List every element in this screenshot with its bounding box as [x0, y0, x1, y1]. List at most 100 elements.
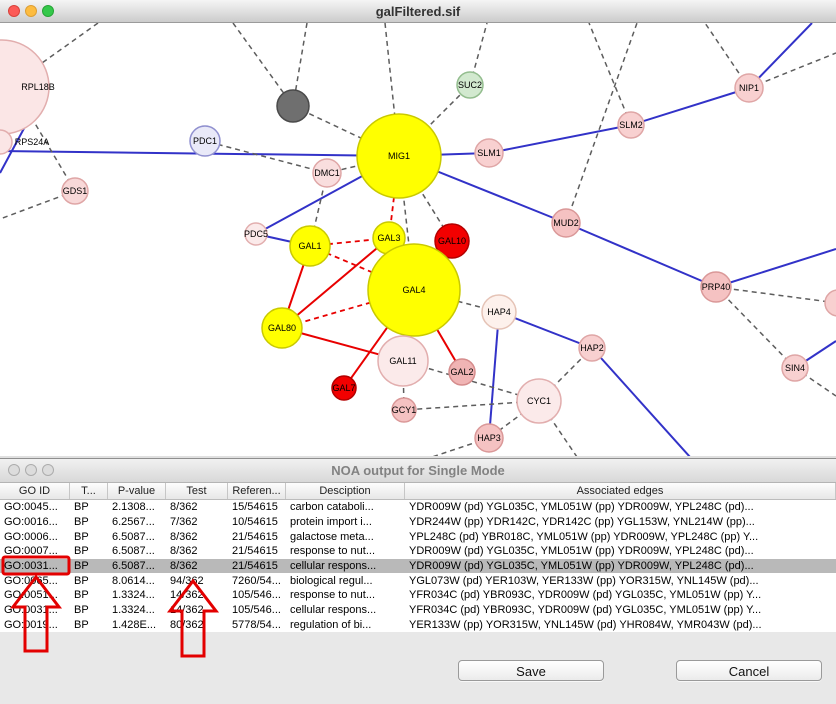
- network-edge[interactable]: [748, 52, 836, 89]
- column-header-test[interactable]: Test: [166, 483, 228, 499]
- table-cell[interactable]: YDR009W (pd) YGL035C, YML051W (pp) YDR00…: [409, 560, 754, 573]
- network-window-titlebar[interactable]: galFiltered.sif: [0, 0, 836, 23]
- network-node-hap2[interactable]: [578, 334, 606, 362]
- table-cell[interactable]: 1.3324...: [112, 604, 155, 617]
- network-node-gal2[interactable]: [448, 358, 476, 386]
- network-node-gal4[interactable]: [367, 243, 461, 337]
- network-node-nip1[interactable]: [734, 73, 764, 103]
- network-node-hap4[interactable]: [481, 294, 517, 330]
- network-node[interactable]: [276, 89, 310, 123]
- table-cell[interactable]: 15/54615: [232, 501, 278, 514]
- minimize-button-icon[interactable]: [25, 5, 37, 17]
- network-edge[interactable]: [630, 87, 750, 126]
- network-edge[interactable]: [565, 222, 717, 288]
- table-cell[interactable]: YFR034C (pd) YBR093C, YDR009W (pd) YGL03…: [409, 589, 762, 602]
- column-header-desciption[interactable]: Desciption: [286, 483, 405, 499]
- network-edge[interactable]: [588, 23, 632, 126]
- table-cell[interactable]: 6.2567...: [112, 516, 155, 529]
- table-cell[interactable]: cellular respons...: [290, 560, 377, 573]
- column-header-p-value[interactable]: P-value: [108, 483, 166, 499]
- table-cell[interactable]: GO:0016...: [4, 516, 58, 529]
- table-cell[interactable]: 14/362: [170, 589, 204, 602]
- network-node-rps24a[interactable]: [0, 129, 13, 155]
- network-edge[interactable]: [281, 237, 390, 329]
- table-cell[interactable]: regulation of bi...: [290, 618, 372, 631]
- network-node-mig1[interactable]: [356, 113, 442, 199]
- table-cell[interactable]: 6.5087...: [112, 530, 155, 543]
- table-row[interactable]: GO:0051... BP 1.3324... 14/362 105/546... res…: [0, 588, 836, 603]
- network-node-mud2[interactable]: [551, 208, 581, 238]
- network-edge[interactable]: [232, 23, 294, 107]
- network-node-prp40[interactable]: [700, 271, 732, 303]
- network-node-slm1[interactable]: [474, 138, 504, 168]
- network-node-gal80[interactable]: [261, 307, 303, 349]
- table-cell[interactable]: 7/362: [170, 516, 198, 529]
- network-node-pdc5[interactable]: [244, 222, 268, 246]
- table-cell[interactable]: YGL073W (pd) YER103W, YER133W (pp) YOR31…: [409, 574, 759, 587]
- table-cell[interactable]: 21/54615: [232, 560, 278, 573]
- table-cell[interactable]: 8/362: [170, 530, 198, 543]
- table-cell[interactable]: 10/54615: [232, 516, 278, 529]
- table-cell[interactable]: YDR009W (pd) YGL035C, YML051W (pp) YDR00…: [409, 545, 754, 558]
- save-button[interactable]: Save: [458, 660, 604, 681]
- table-cell[interactable]: GO:0006...: [4, 530, 58, 543]
- table-cell[interactable]: 94/362: [170, 574, 204, 587]
- table-cell[interactable]: 8/362: [170, 545, 198, 558]
- table-cell[interactable]: 1.3324...: [112, 589, 155, 602]
- table-cell[interactable]: protein import i...: [290, 516, 372, 529]
- network-canvas[interactable]: RPL18BRPS24AGDS1PDC1DMC1MIG1SUC2SLM1SLM2…: [0, 23, 836, 456]
- network-node-gcy1[interactable]: [391, 397, 417, 423]
- table-cell[interactable]: 80/362: [170, 618, 204, 631]
- table-cell[interactable]: response to nut...: [290, 589, 375, 602]
- network-node-slm2[interactable]: [617, 111, 645, 139]
- network-node-gds1[interactable]: [61, 177, 89, 205]
- table-cell[interactable]: BP: [74, 516, 89, 529]
- network-node-gal1[interactable]: [289, 225, 331, 267]
- table-cell[interactable]: galactose meta...: [290, 530, 374, 543]
- table-cell[interactable]: 5778/54...: [232, 618, 281, 631]
- noa-window-titlebar[interactable]: NOA output for Single Mode: [0, 459, 836, 483]
- network-node-gal11[interactable]: [377, 335, 429, 387]
- close-button-icon[interactable]: [8, 464, 20, 476]
- table-cell[interactable]: 21/54615: [232, 545, 278, 558]
- table-cell[interactable]: BP: [74, 560, 89, 573]
- network-edge[interactable]: [41, 23, 99, 64]
- column-header-associated-edges[interactable]: Associated edges: [405, 483, 836, 499]
- network-node-pdc1[interactable]: [189, 125, 221, 157]
- table-cell[interactable]: biological regul...: [290, 574, 373, 587]
- table-cell[interactable]: YFR034C (pd) YBR093C, YDR009W (pd) YGL03…: [409, 604, 762, 617]
- network-edge[interactable]: [488, 124, 632, 154]
- network-node-hap3[interactable]: [474, 423, 504, 453]
- network-edge[interactable]: [591, 347, 691, 456]
- table-row[interactable]: GO:0016... BP 6.2567... 7/362 10/54615 protei…: [0, 514, 836, 530]
- table-cell[interactable]: 7260/54...: [232, 574, 281, 587]
- column-header-go-id[interactable]: GO ID: [0, 483, 70, 499]
- network-edge[interactable]: [292, 105, 400, 157]
- network-node-gal7[interactable]: [331, 375, 357, 401]
- table-cell[interactable]: 105/546...: [232, 589, 281, 602]
- table-cell[interactable]: 6.5087...: [112, 560, 155, 573]
- table-cell[interactable]: YDR009W (pd) YGL035C, YML051W (pp) YDR00…: [409, 501, 754, 514]
- zoom-button-icon[interactable]: [42, 5, 54, 17]
- table-cell[interactable]: cellular respons...: [290, 604, 377, 617]
- table-cell[interactable]: GO:0051...: [4, 589, 58, 602]
- table-cell[interactable]: BP: [74, 530, 89, 543]
- minimize-button-icon[interactable]: [25, 464, 37, 476]
- network-node-cyc1[interactable]: [516, 378, 562, 424]
- table-cell[interactable]: 6.5087...: [112, 545, 155, 558]
- column-header-t-[interactable]: T...: [70, 483, 108, 499]
- table-cell[interactable]: BP: [74, 589, 89, 602]
- network-edge[interactable]: [488, 311, 500, 439]
- table-cell[interactable]: carbon cataboli...: [290, 501, 374, 514]
- table-cell[interactable]: BP: [74, 618, 89, 631]
- table-cell[interactable]: YPL248C (pd) YBR018C, YML051W (pp) YDR00…: [409, 530, 759, 543]
- cancel-button[interactable]: Cancel: [676, 660, 822, 681]
- table-cell[interactable]: GO:0007...: [4, 545, 58, 558]
- table-cell[interactable]: BP: [74, 501, 89, 514]
- close-button-icon[interactable]: [8, 5, 20, 17]
- network-edge[interactable]: [29, 114, 76, 192]
